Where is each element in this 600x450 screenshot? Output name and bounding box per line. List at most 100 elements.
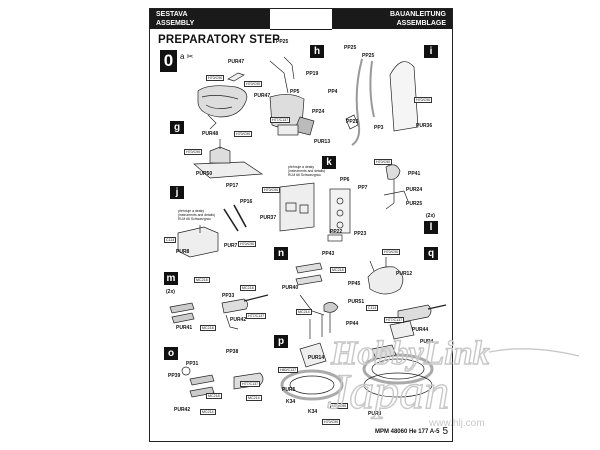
header-rule — [270, 9, 332, 30]
parts-drawing — [169, 56, 447, 401]
label-l-2x: (2x) — [426, 213, 435, 219]
label-pp39: PP39 — [168, 373, 181, 379]
paint-tag: H77/C137 — [240, 381, 261, 387]
label-pp38: PP38 — [226, 349, 239, 355]
label-pur44: PUR44 — [412, 327, 429, 333]
label-pp24: PP24 — [312, 109, 325, 115]
paint-tag: H70/C90 — [322, 419, 341, 425]
step-n-box: n — [274, 247, 288, 260]
step-i-box: i — [424, 45, 438, 58]
step-o-box: o — [164, 347, 178, 360]
instrument-note-j: přehnuje a deaky (instruments and detail… — [178, 209, 216, 221]
paint-tag: H80/C137 — [278, 367, 299, 373]
label-pur12: PUR12 — [396, 271, 413, 277]
label-pur8: PUR8 — [176, 249, 190, 255]
paint-tag: MC214 — [296, 309, 312, 315]
step-j-box: j — [170, 186, 184, 199]
paint-tag: H70/C90 — [330, 403, 349, 409]
paint-tag: H77/C137 — [384, 317, 405, 323]
label-pur47a: PUR47 — [228, 59, 245, 65]
label-pp25-mid: PP25 — [346, 119, 359, 125]
label-pur37: PUR37 — [260, 215, 277, 221]
label-pur14: PUR14 — [308, 355, 325, 361]
step-number: 0 — [160, 50, 177, 72]
step-m-box: m — [164, 272, 178, 285]
paint-tag: H70/C90 — [234, 131, 253, 137]
paint-tag: C114 — [366, 305, 379, 311]
label-pur36: PUR36 — [416, 123, 433, 129]
label-pp23: PP23 — [354, 231, 367, 237]
header-right-line1: BAUANLEITUNG — [390, 11, 446, 18]
paint-tag: H70/C90 — [244, 81, 263, 87]
label-pur50: PUR50 — [196, 171, 213, 177]
header-right-line2: ASSEMBLAGE — [396, 20, 446, 27]
label-pp3: PP3 — [374, 125, 384, 131]
label-m-2x: (2x) — [166, 289, 175, 295]
footer-kit-text: MPM 48060 He 177 A-5 — [374, 429, 440, 435]
label-pur25: PUR25 — [406, 201, 423, 207]
paint-tag: MC218 — [200, 325, 216, 331]
label-pp41: PP41 — [408, 171, 421, 177]
header-right: BAUANLEITUNG ASSEMBLAGE — [332, 9, 452, 29]
instrument-note-k: přehnuje a deaky (instruments and detail… — [288, 165, 326, 177]
paint-tag: MC218 — [240, 285, 256, 291]
header-left-line1: SESTAVA — [156, 11, 188, 18]
label-pp6: PP6 — [340, 177, 350, 183]
page-number: 5 — [442, 426, 448, 437]
label-pp7: PP7 — [358, 185, 368, 191]
label-pur47b: PUR47 — [254, 93, 271, 99]
paint-tag: MC214 — [246, 395, 262, 401]
label-pp25a: PP25 — [276, 39, 289, 45]
step-tool-icons: a ✂ — [180, 52, 194, 61]
paint-tag: C114 — [164, 237, 177, 243]
label-pur5: PUR5 — [282, 387, 296, 393]
label-pp44: PP44 — [346, 321, 359, 327]
paint-tag: H77/C137 — [246, 313, 267, 319]
label-pur41: PUR41 — [176, 325, 193, 331]
label-pp31: PP31 — [186, 361, 199, 367]
label-pur4: PUR4 — [420, 339, 434, 345]
label-pp4: PP4 — [328, 89, 338, 95]
step-h-box: h — [310, 45, 324, 58]
paint-tag: MC218 — [194, 277, 210, 283]
paint-tag: H70/C90 — [238, 241, 257, 247]
paint-tag: H77/C137 — [270, 117, 291, 123]
step-g-box: g — [170, 121, 184, 134]
label-pur42b: PUR42 — [174, 407, 191, 413]
paint-tag: H70/C90 — [382, 249, 401, 255]
label-pp45: PP45 — [348, 281, 361, 287]
step-p-box: p — [274, 335, 288, 348]
label-pp33: PP33 — [222, 293, 235, 299]
label-pur40: PUR40 — [282, 285, 299, 291]
label-pp25c: PP25 — [362, 53, 375, 59]
paint-tag: MC218 — [330, 267, 346, 273]
label-pp43: PP43 — [322, 251, 335, 257]
paint-tag: MC214 — [200, 409, 216, 415]
paint-tag: H70/C90 — [184, 149, 203, 155]
label-pur42a: PUR42 — [230, 317, 247, 323]
paint-tag: H70/C90 — [414, 97, 433, 103]
paint-tag: H70/C90 — [206, 75, 225, 81]
step-q-box: q — [424, 247, 438, 260]
page-title: PREPARATORY STEP — [158, 34, 281, 46]
label-pur7: PUR7 — [224, 243, 238, 249]
label-pur13: PUR13 — [314, 139, 331, 145]
label-pp5: PP5 — [290, 89, 300, 95]
paint-tag: MC218 — [206, 393, 222, 399]
label-pp17: PP17 — [226, 183, 239, 189]
paint-tag: H70/C90 — [374, 159, 393, 165]
label-pur48: PUR48 — [202, 131, 219, 137]
label-pur3: PUR3 — [368, 411, 382, 417]
instruction-sheet: SESTAVA ASSEMBLY BAUANLEITUNG ASSEMBLAGE… — [149, 8, 453, 442]
step-l-box: l — [424, 221, 438, 234]
label-pp25b: PP25 — [344, 45, 357, 51]
header-bar: SESTAVA ASSEMBLY BAUANLEITUNG ASSEMBLAGE — [150, 9, 452, 30]
header-left-line2: ASSEMBLY — [156, 20, 195, 27]
step-k-box: k — [322, 156, 336, 169]
label-pp19: PP19 — [306, 71, 319, 77]
header-left: SESTAVA ASSEMBLY — [150, 9, 270, 29]
label-pur24: PUR24 — [406, 187, 423, 193]
paint-tag: H70/C90 — [262, 187, 281, 193]
label-pp22: PP22 — [330, 229, 343, 235]
